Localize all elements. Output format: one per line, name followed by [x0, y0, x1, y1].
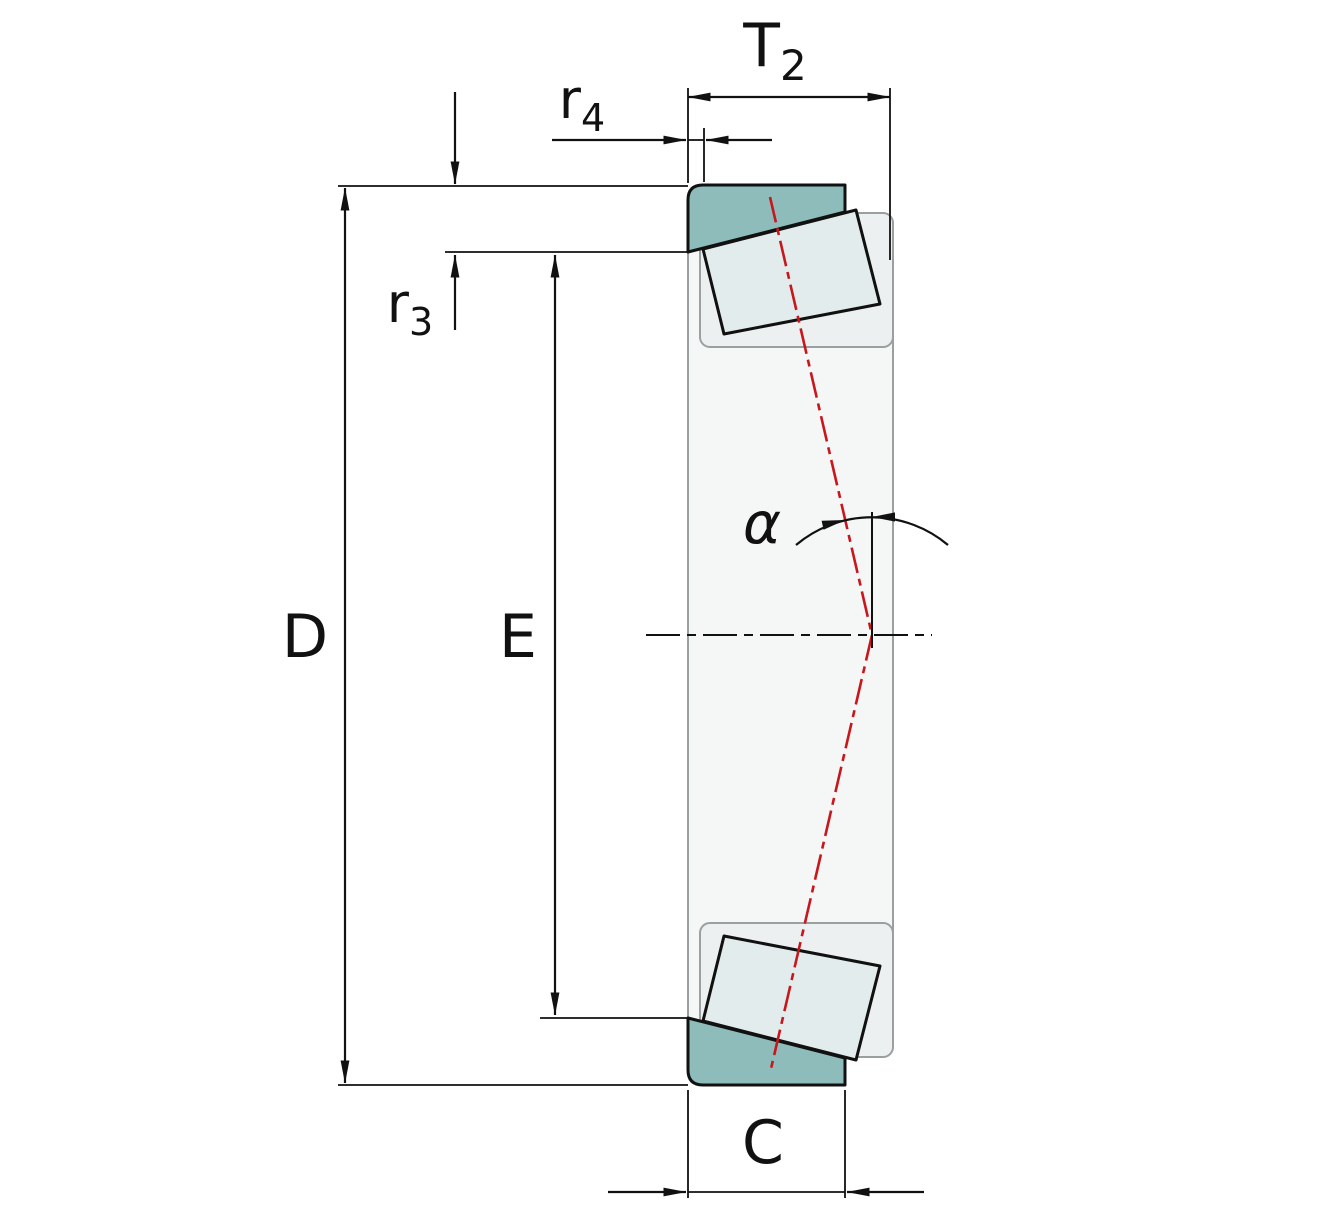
label-D: D: [282, 602, 328, 672]
contact-angle-arc: [795, 516, 949, 546]
pressure-line: [768, 196, 874, 1074]
label-alpha: α: [743, 489, 781, 557]
dimension-E: E: [499, 254, 560, 1016]
outer-ring-section-top: [686, 183, 847, 254]
contact-angle-group: α: [743, 489, 949, 648]
dimension-r4: r4: [552, 68, 772, 145]
part-geometry: [686, 183, 882, 1087]
label-C: C: [742, 1108, 784, 1178]
dimension-r3: r3: [387, 92, 460, 344]
label-r3: r3: [387, 272, 433, 344]
tapered-roller-top: [701, 208, 882, 336]
label-r4: r4: [559, 68, 605, 140]
dimension-C: C: [608, 1108, 924, 1197]
tapered-roller-bottom: [701, 934, 882, 1062]
contact-angle-arrow-left: [821, 520, 845, 530]
label-E: E: [499, 602, 537, 672]
dimension-T2: T2: [687, 11, 891, 102]
contact-angle-arrow-right: [872, 512, 895, 522]
dimension-D: D: [282, 187, 350, 1084]
extension-lines: [338, 88, 891, 1198]
label-T2: T2: [742, 11, 806, 90]
outer-ring-section-bottom: [686, 1016, 847, 1087]
